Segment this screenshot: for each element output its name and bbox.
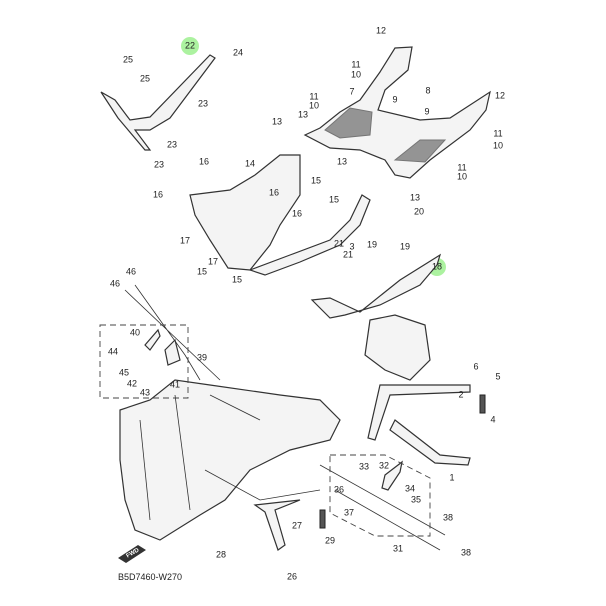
part-number-label: 23: [198, 98, 208, 108]
part-number-label: 15: [197, 266, 207, 276]
part-number-label: 15: [311, 175, 321, 185]
part-number-label: 13: [337, 156, 347, 166]
part-number-label: 31: [393, 543, 403, 553]
diagram-code: B5D7460-W270: [118, 572, 182, 582]
part-number-label: 3: [349, 241, 354, 251]
center-stand-part: [367, 384, 471, 441]
part-number-label: 19: [400, 241, 410, 251]
part-number-label: 32: [379, 460, 389, 470]
part-number-label: 10: [493, 140, 503, 150]
pedal-32-part: [381, 460, 403, 491]
part-number-label: 45: [119, 367, 129, 377]
part-number-label: 15: [329, 194, 339, 204]
part-number-label: 26: [287, 571, 297, 581]
part-number-label: 11: [309, 91, 318, 101]
part-number-label: 25: [140, 73, 150, 83]
part-number-label: 17: [208, 256, 218, 266]
part-number-label: 13: [272, 116, 282, 126]
front-panel-mesh: [324, 107, 373, 139]
spring-part: [479, 394, 486, 414]
part-number-label: 8: [425, 85, 430, 95]
part-number-label: 6: [473, 361, 478, 371]
assembly-box-31: [329, 454, 431, 537]
side-cover-18-part: [310, 253, 442, 319]
fwd-arrow-icon: [118, 545, 146, 563]
part-number-label: 36: [334, 484, 344, 494]
side-stand-part: [389, 419, 471, 466]
part-number-label: 10: [457, 171, 467, 181]
part-number-label: 9: [424, 106, 429, 116]
part-number-label: 25: [123, 54, 133, 64]
part-number-label: 13: [298, 109, 308, 119]
part-number-label: 10: [309, 100, 319, 110]
spring-part: [319, 509, 326, 529]
part-number-label: 15: [232, 274, 242, 284]
part-number-label: 16: [199, 156, 209, 166]
part-number-label: 23: [167, 139, 177, 149]
part-number-label: 5: [495, 371, 500, 381]
part-number-label: 9: [392, 94, 397, 104]
part-number-label: 20: [414, 206, 424, 216]
part-number-label: 1: [449, 472, 454, 482]
part-number-label: 28: [216, 549, 226, 559]
part-number-label: 12: [495, 90, 505, 100]
part-number-label: 10: [351, 69, 361, 79]
frame-part: [119, 379, 341, 541]
part-number-label: 24: [233, 47, 243, 57]
part-number-label: 17: [180, 235, 190, 245]
part-number-label: 44: [108, 346, 118, 356]
engine-bracket-part: [364, 314, 431, 381]
part-number-label: 29: [325, 535, 335, 545]
part-number-label: 35: [411, 494, 421, 504]
part-number-label: 22: [185, 40, 195, 50]
brake-pedal-part: [253, 499, 301, 551]
part-number-label: 38: [461, 547, 471, 557]
bolt-rod: [124, 284, 221, 381]
highlight-marker: [181, 37, 199, 55]
part-number-label: 40: [130, 327, 140, 337]
part-number-label: 14: [245, 158, 255, 168]
part-number-label: 7: [349, 86, 354, 96]
assembly-box-39: [99, 324, 189, 399]
part-number-label: 16: [292, 208, 302, 218]
part-number-label: 46: [110, 278, 120, 288]
part-number-label: 41: [170, 379, 180, 389]
part-number-label: 21: [334, 238, 344, 248]
part-number-label: 34: [405, 483, 415, 493]
floorboard-part: [248, 194, 371, 276]
part-number-label: 38: [443, 512, 453, 522]
part-number-label: 4: [490, 414, 495, 424]
part-number-label: 39: [197, 352, 207, 362]
part-number-label: 21: [343, 249, 353, 259]
part-number-label: 37: [344, 507, 354, 517]
part-number-label: 43: [140, 387, 150, 397]
front-panel-mesh: [393, 139, 447, 163]
part-number-label: 16: [153, 189, 163, 199]
part-number-label: 33: [359, 461, 369, 471]
part-number-label: 12: [376, 25, 386, 35]
part-number-label: 46: [126, 266, 136, 276]
part-number-label: 19: [367, 239, 377, 249]
part-number-label: 2: [458, 389, 463, 399]
part-number-label: 11: [457, 162, 466, 172]
part-number-label: 16: [269, 187, 279, 197]
bolt-rod: [319, 464, 446, 551]
footrest-part: [144, 328, 181, 366]
part-number-label: 11: [351, 59, 360, 69]
part-number-label: 13: [410, 192, 420, 202]
part-number-label: 23: [154, 159, 164, 169]
inner-cover-part: [189, 154, 301, 271]
frame-tube: [139, 394, 321, 521]
front-panel-part: [303, 46, 491, 179]
part-number-label: 18: [432, 261, 442, 271]
side-cover-part: [100, 54, 216, 151]
part-number-label: 11: [493, 128, 502, 138]
part-number-label: 27: [292, 520, 302, 530]
part-number-label: 42: [127, 378, 137, 388]
